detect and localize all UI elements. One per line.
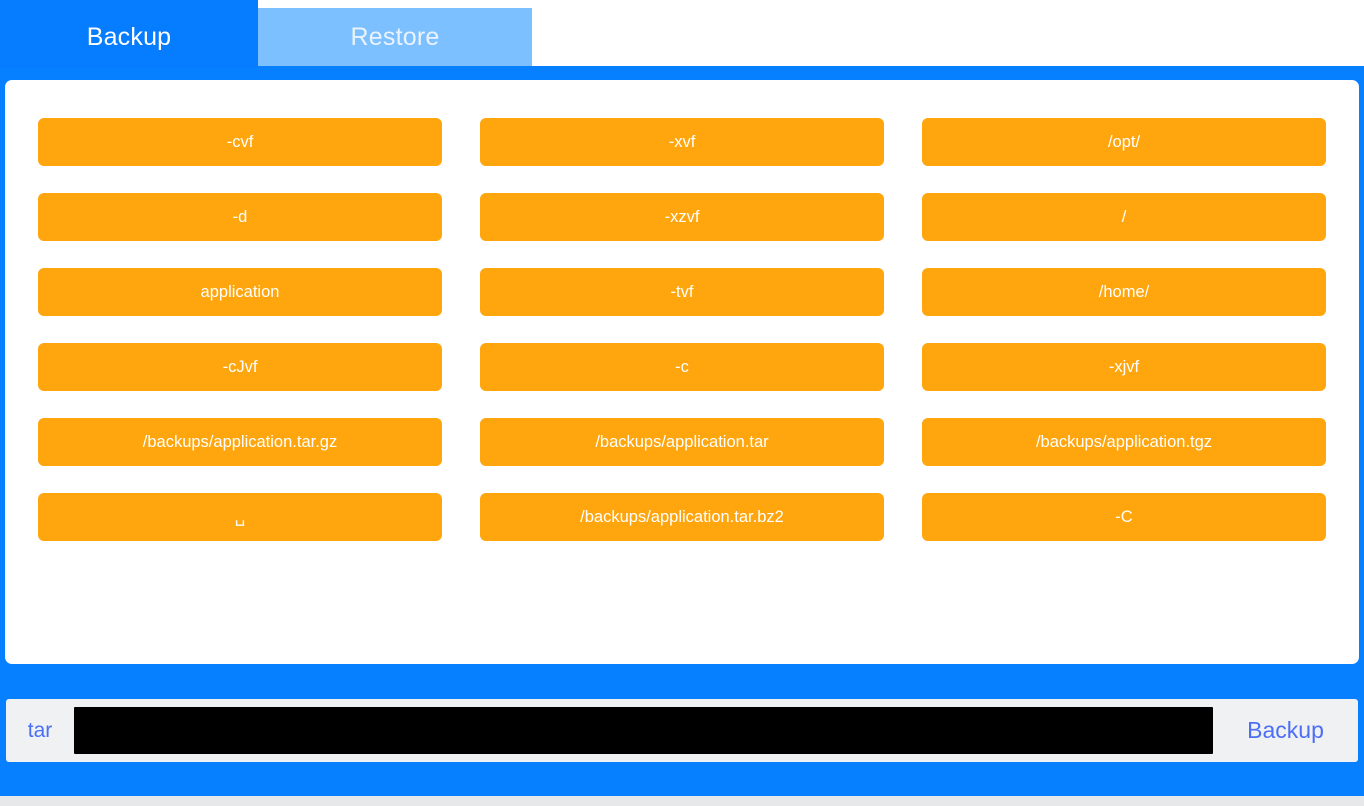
token-button[interactable]: / (922, 193, 1326, 241)
token-button[interactable]: /opt/ (922, 118, 1326, 166)
token-button[interactable]: -C (922, 493, 1326, 541)
token-button[interactable]: -cJvf (38, 343, 442, 391)
token-panel: -cvf -xvf /opt/ -d -xzvf / application -… (5, 80, 1359, 664)
token-button[interactable]: -d (38, 193, 442, 241)
token-button-space[interactable]: ␣ (38, 493, 442, 541)
token-grid: -cvf -xvf /opt/ -d -xzvf / application -… (38, 118, 1326, 541)
token-button[interactable]: /backups/application.tar.bz2 (480, 493, 884, 541)
token-button[interactable]: /backups/application.tgz (922, 418, 1326, 466)
content-frame: -cvf -xvf /opt/ -d -xzvf / application -… (0, 68, 1364, 672)
tab-restore[interactable]: Restore (258, 8, 532, 66)
submit-backup-button[interactable]: Backup (1213, 699, 1358, 762)
command-input[interactable] (74, 707, 1213, 754)
command-bar-area: tar Backup (0, 672, 1364, 806)
token-button[interactable]: application (38, 268, 442, 316)
token-button[interactable]: /backups/application.tar (480, 418, 884, 466)
token-button[interactable]: -xjvf (922, 343, 1326, 391)
token-button[interactable]: -cvf (38, 118, 442, 166)
token-button[interactable]: -tvf (480, 268, 884, 316)
bottom-strip (0, 796, 1364, 806)
token-button[interactable]: -c (480, 343, 884, 391)
tab-backup[interactable]: Backup (0, 0, 258, 74)
command-prefix-label: tar (27, 718, 53, 742)
token-button[interactable]: -xvf (480, 118, 884, 166)
token-button[interactable]: /backups/application.tar.gz (38, 418, 442, 466)
token-button[interactable]: /home/ (922, 268, 1326, 316)
token-button[interactable]: -xzvf (480, 193, 884, 241)
command-bar: tar Backup (6, 699, 1358, 762)
